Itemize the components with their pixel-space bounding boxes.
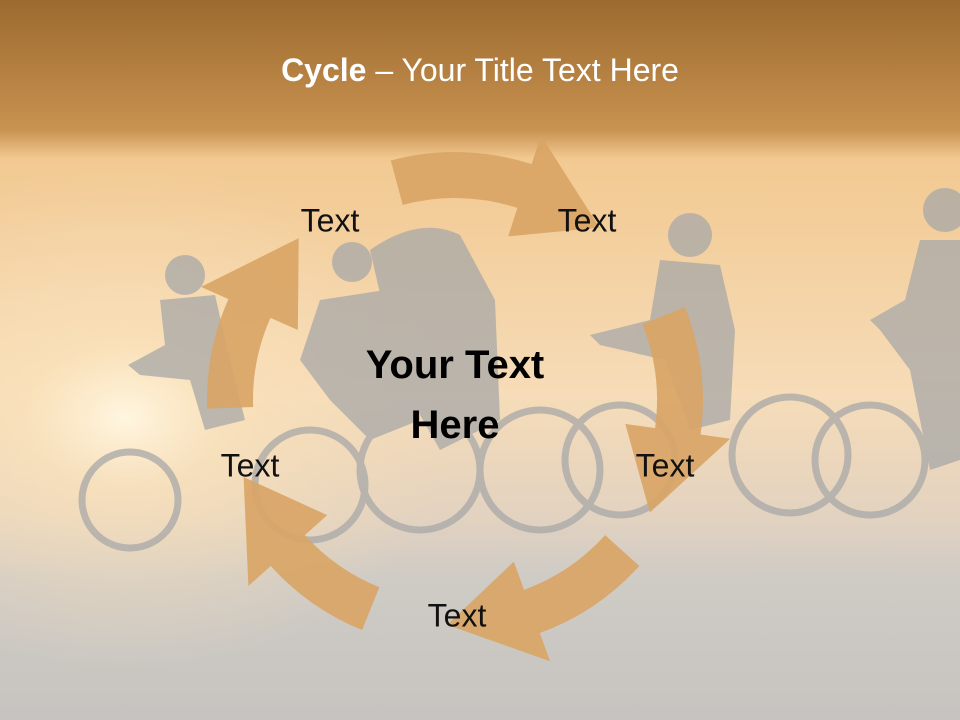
- title-bold: Cycle: [281, 52, 367, 88]
- cycle-label-1: Text: [300, 202, 360, 239]
- cycle-label-2: Text: [557, 202, 617, 239]
- title-rest: – Your Title Text Here: [366, 52, 679, 88]
- cycle-label-3: Text: [635, 447, 695, 484]
- cycle-arrow-4: [243, 476, 380, 630]
- cycle-arrow-3: [447, 535, 640, 662]
- cycle-arrow-2: [625, 307, 731, 513]
- center-text: Your Text Here: [325, 335, 585, 455]
- center-text-line-1: Your Text: [365, 343, 545, 387]
- cycle-arrow-1: [390, 135, 600, 237]
- cyclist-silhouettes: [78, 188, 960, 552]
- cycle-label-4: Text: [427, 597, 487, 634]
- slide-title: Cycle – Your Title Text Here: [0, 52, 960, 89]
- center-text-line-2: Here: [410, 403, 500, 447]
- cycle-arrow-5: [201, 238, 299, 409]
- cycle-label-5: Text: [220, 447, 280, 484]
